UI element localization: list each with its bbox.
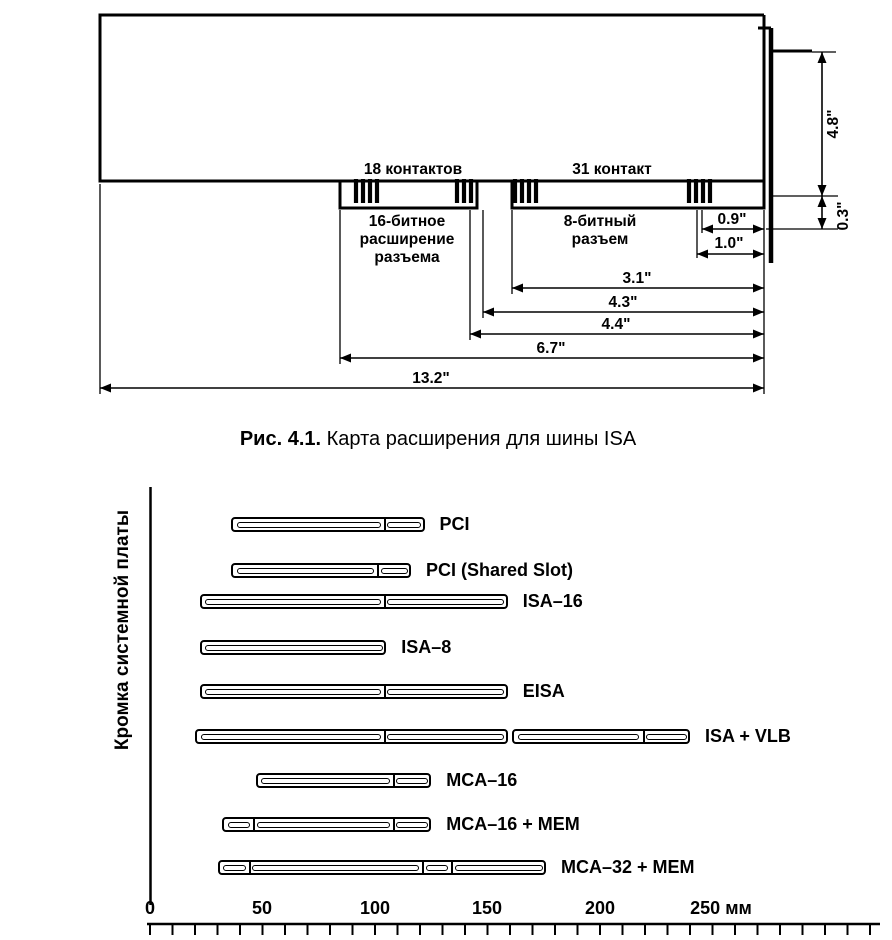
bus-label: MCA–16 + MEM xyxy=(446,814,580,834)
card-edge-tab-16bit xyxy=(338,181,479,210)
connector-slot xyxy=(199,684,508,699)
connector-slot xyxy=(217,860,546,875)
dim-label-13-2: 13.2" xyxy=(412,370,450,387)
bus-label: MCA–16 xyxy=(446,770,518,790)
connector-segment xyxy=(396,821,428,828)
x-tick-200: 200 xyxy=(584,898,616,918)
connector-segment xyxy=(454,864,543,871)
x-tick-0: 0 xyxy=(144,898,156,918)
connector-segment xyxy=(261,777,390,784)
connector-key-divider xyxy=(642,729,645,744)
x-tick-50: 50 xyxy=(251,898,273,918)
x-tick-150: 150 xyxy=(471,898,503,918)
dim-label-1-0: 1.0" xyxy=(715,235,744,252)
connector-key-divider xyxy=(248,860,251,875)
connector-key-divider xyxy=(422,860,425,875)
contact-pins xyxy=(353,179,713,203)
connector-segment xyxy=(223,864,246,871)
card-outline xyxy=(98,13,764,183)
extension-lines xyxy=(99,51,838,394)
bus-label: ISA + VLB xyxy=(705,726,791,746)
connector-segment xyxy=(205,644,383,651)
connector-segment xyxy=(205,598,381,605)
connector-segment xyxy=(200,733,381,740)
connector-segment xyxy=(380,567,408,574)
connector-segment xyxy=(252,864,419,871)
connector-segment xyxy=(387,521,421,528)
figure-caption: Рис. 4.1. Карта расширения для шины ISA xyxy=(100,428,776,451)
connector-segment xyxy=(387,598,505,605)
connector-segment xyxy=(646,733,687,740)
connector-segment xyxy=(236,521,381,528)
connector-segment xyxy=(205,688,381,695)
connector-slot xyxy=(199,640,387,655)
dim-label-4-4: 4.4" xyxy=(602,316,631,333)
connector-segment xyxy=(227,821,250,828)
label-16bit-line2: расширение xyxy=(360,231,455,248)
connector-key-divider xyxy=(383,729,386,744)
label-16bit-line3: разъема xyxy=(374,249,440,266)
bus-label: MCA–32 + MEM xyxy=(561,857,695,877)
bus-label: PCI (Shared Slot) xyxy=(426,560,574,580)
figure-caption-number: Рис. 4.1. xyxy=(239,428,322,450)
dim-label-3-1: 3.1" xyxy=(623,270,652,287)
x-tick-100: 100 xyxy=(359,898,391,918)
label-31-contacts: 31 контакт xyxy=(572,161,652,178)
connector-key-divider xyxy=(451,860,454,875)
label-8bit-line1: 8-битный xyxy=(564,213,637,230)
x-tick-250: 250 мм xyxy=(690,898,752,918)
connector-slot xyxy=(231,563,411,578)
label-18-contacts: 18 контактов xyxy=(364,161,462,178)
connector-key-divider xyxy=(383,684,386,699)
dim-label-0-9: 0.9" xyxy=(718,211,747,228)
dim-label-6-7: 6.7" xyxy=(537,340,566,357)
connector-segment xyxy=(387,733,505,740)
connector-key-divider xyxy=(383,594,386,609)
connector-slot xyxy=(222,817,432,832)
connector-slot xyxy=(199,594,508,609)
connector-segment xyxy=(396,777,428,784)
label-16bit-line1: 16-битное xyxy=(369,213,446,230)
connector-key-divider xyxy=(377,563,380,578)
connector-segment xyxy=(387,688,505,695)
connector-segment xyxy=(517,733,640,740)
label-8bit-line2: разъем xyxy=(572,231,629,248)
isa-card-diagram: 18 контактов 31 контакт 16-битное расшир… xyxy=(98,13,852,394)
card-edge-tab-8bit xyxy=(510,15,766,210)
dim-label-0-3: 0.3" xyxy=(835,202,852,231)
dim-label-4-8: 4.8" xyxy=(825,110,842,139)
figure-caption-text: Карта расширения для шины ISA xyxy=(321,428,637,450)
chart-axes xyxy=(147,487,880,935)
connector-slot xyxy=(512,729,690,744)
bus-label: ISA–16 xyxy=(522,591,583,611)
bus-label: ISA–8 xyxy=(401,637,452,657)
connector-slot xyxy=(255,773,432,788)
connector-slot xyxy=(231,517,425,532)
connector-slot xyxy=(195,729,508,744)
connector-key-divider xyxy=(383,517,386,532)
bus-label: EISA xyxy=(522,681,565,701)
bus-label: PCI xyxy=(439,514,470,534)
connector-segment xyxy=(256,821,390,828)
connector-segment xyxy=(425,864,448,871)
connector-key-divider xyxy=(392,817,395,832)
connector-key-divider xyxy=(253,817,256,832)
connector-segment xyxy=(236,567,374,574)
dim-label-4-3: 4.3" xyxy=(609,294,638,311)
connector-key-divider xyxy=(392,773,395,788)
